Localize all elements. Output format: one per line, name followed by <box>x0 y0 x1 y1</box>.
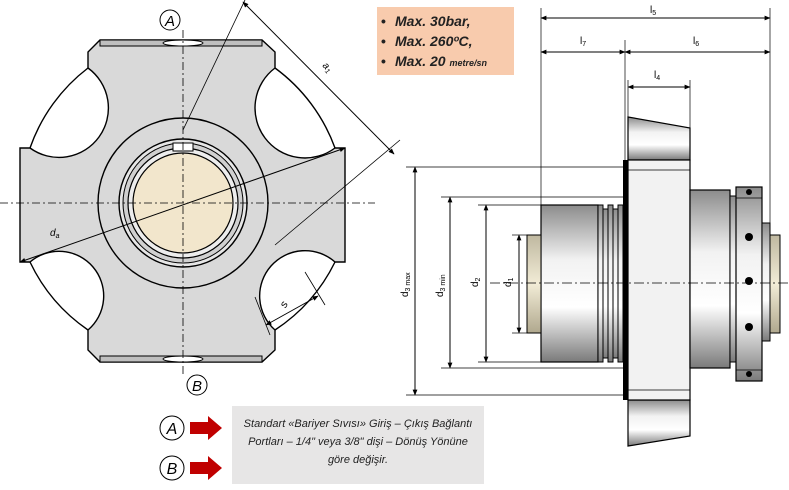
legend: A B <box>159 415 222 481</box>
pressure-limit: •Max. 30bar, <box>381 13 471 29</box>
legend-b-arrow <box>190 456 222 480</box>
port-b-marker <box>186 374 208 396</box>
a1-extension-bottom <box>274 139 401 246</box>
sleeve-cylinder <box>540 204 599 363</box>
s-dimension-line <box>265 295 319 326</box>
s-extension-b <box>304 271 326 306</box>
set-screw-1 <box>746 189 752 195</box>
da-dimension-line <box>19 147 346 263</box>
collar-end-ring <box>761 222 771 342</box>
s-extension-a <box>254 296 271 336</box>
s-label: s <box>278 299 291 310</box>
gland-flange-body <box>627 159 691 401</box>
barrier-fluid-note-box: Standart «Bariyer Sıvısı» Giriş – Çıkış … <box>232 406 484 484</box>
temperature-limit: •Max. 260ºC, <box>381 33 473 49</box>
l5-label: l5 <box>650 5 656 17</box>
spring-coils <box>597 204 624 363</box>
set-screw-2 <box>745 233 753 241</box>
front-view: A B da a1 s <box>0 0 401 396</box>
l4-label: l4 <box>654 70 660 82</box>
shaft-stub-left <box>526 234 542 334</box>
legend-a-arrow <box>190 416 222 440</box>
port-a-marker <box>159 9 181 31</box>
port-a-marker-label: A <box>164 13 175 30</box>
a1-dimension-line <box>242 1 395 155</box>
d3min-label: d3 min <box>435 274 447 297</box>
set-screw-4 <box>745 323 753 331</box>
outer-hub-step <box>729 195 737 363</box>
d2-label: d2 <box>470 277 482 287</box>
legend-b-label: B <box>167 461 178 478</box>
port-b-marker-label: B <box>192 378 202 395</box>
a1-label: a1 <box>319 60 334 75</box>
gland-flange-plate-lower <box>627 399 691 447</box>
operating-limits-box: •Max. 30bar, •Max. 260ºC, •Max. 20 metre… <box>377 7 514 75</box>
set-screw-3 <box>745 277 753 285</box>
da-label: da <box>50 228 60 240</box>
outer-hub-cylinder <box>689 189 731 369</box>
barrier-fluid-note: Standart «Bariyer Sıvısı» Giriş – Çıkış … <box>243 418 473 466</box>
l7-label: l7 <box>580 36 586 48</box>
speed-limit: •Max. 20 metre/sn <box>381 53 488 69</box>
legend-b-circle <box>159 455 185 481</box>
gland-flange-plate <box>627 116 691 161</box>
side-view: l5 l7 l6 l4 d3 max d3 min d2 d1 <box>400 5 789 447</box>
legend-a-label: A <box>166 421 178 438</box>
set-screw-5 <box>746 371 752 377</box>
shaft-stub-right <box>769 234 781 334</box>
gasket <box>623 160 628 400</box>
d3max-label: d3 max <box>400 272 412 297</box>
l6-label: l6 <box>693 36 699 48</box>
legend-a-circle <box>159 415 185 441</box>
a1-extension-top <box>182 0 246 131</box>
d1-label: d1 <box>503 277 515 287</box>
